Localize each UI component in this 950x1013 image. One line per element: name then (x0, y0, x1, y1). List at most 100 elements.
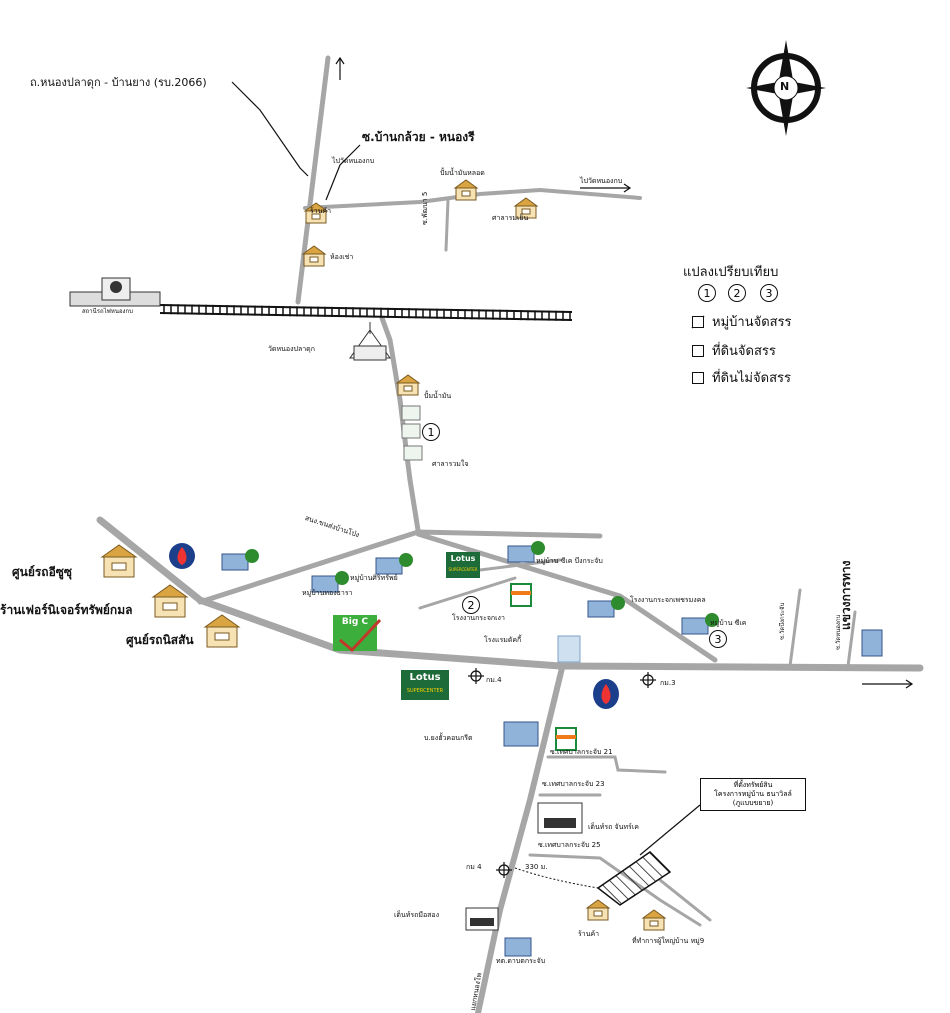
road-small-1 (418, 576, 517, 610)
compass-north-label: N (780, 80, 790, 93)
place-label-gas-top: ปั้มน้ำมันหลอด (440, 169, 485, 177)
km-marker-icon (640, 672, 656, 688)
legend-box-not-allocated (692, 372, 704, 384)
road-label-ban-kluai: ซ.บ้านกล้วย - หนองรี (362, 130, 475, 144)
temple-icon (349, 322, 391, 361)
lotus-bottom-text: Lotus (409, 672, 441, 683)
lotus-bottom-sub: SUPERCENTER (406, 688, 444, 694)
road-central (379, 315, 421, 533)
house-icon (585, 899, 611, 921)
place-label-sala-ruamjai: ศาลารวมใจ (432, 460, 469, 468)
km-marker-icon (496, 862, 512, 878)
property-callout: ที่ตั้งทรัพย์สิน โครงการหมู่บ้าน ธนาวิลล… (700, 778, 806, 811)
village-icon (311, 571, 349, 593)
ptt-icon (169, 543, 195, 569)
place-label-isuzu: ศูนย์รถอีซูซุ (12, 565, 73, 579)
place-label-sk: หมู่บ้าน ซีเค (710, 619, 747, 627)
house-icon (453, 179, 479, 201)
seven-eleven-logo (555, 727, 577, 751)
lotus-top-sub: SUPERCENTER (448, 567, 478, 572)
village-icon (375, 553, 413, 575)
km-markers (468, 668, 656, 878)
comparison-marker-2: 2 (462, 596, 480, 614)
place-label-car-tent-chan: เต็นท์รถ จันทร์เค (588, 823, 639, 831)
nissan-building-icon (203, 614, 241, 648)
road-label-tessaban25: ซ.เทศบาลกระจับ 25 (538, 841, 601, 849)
callout-line2: โครงการหมู่บ้าน ธนาวิลล์ (714, 790, 792, 798)
road-label-2066: ถ.หนองปลาดุก - บ้านยาง (รบ.2066) (30, 76, 207, 89)
house-icons (301, 179, 667, 931)
road-south (475, 665, 565, 1013)
car-tent-icon (465, 907, 499, 931)
callout-line3: (ภูแบบขยาย) (732, 799, 774, 807)
road-label-to-wat-1: ไปวัดหนองกบ (332, 157, 375, 165)
road-label-nong-kop: ซ.วัดหนองกบ (835, 614, 842, 650)
compass-icon (746, 40, 826, 136)
legend-item-not-allocated: ที่ดินไม่จัดสรร (712, 371, 791, 386)
building-icon (403, 445, 423, 461)
legend-item-allocated: ที่ดินจัดสรร (712, 344, 776, 359)
property-hatched-area (596, 851, 672, 906)
isuzu-building-icon (100, 544, 138, 578)
village-icon (681, 613, 719, 635)
place-label-gas-mid: ปั้มน้ำมัน (424, 392, 452, 400)
place-label-yongsua: บ.ยงฮั้วคอนกรีต (424, 734, 473, 742)
legend-box-allocated (692, 345, 704, 357)
place-label-shop-bottom: ร้านค้า (578, 930, 600, 938)
km-marker-icon (468, 668, 484, 684)
place-label-wat-nong-pla-duk: วัดหนองปลาดุก (268, 345, 315, 353)
place-label-thong-thara: หมู่บ้านทองธารา (302, 589, 353, 597)
furniture-building-icon (151, 584, 189, 618)
place-label-sk-bung: หมู่บ้าน ซีเค บึงกระจับ (536, 557, 603, 565)
concrete-building-icon (503, 721, 539, 747)
comparison-marker-1: 1 (422, 423, 440, 441)
place-label-rental: ห้องเช่า (330, 253, 354, 261)
road-2066-north (295, 55, 331, 305)
road-label-to-wat-2: ไปวัดหนองกบ (580, 177, 623, 185)
big-c-text: Big C (341, 617, 369, 627)
building-icon (401, 405, 421, 421)
legend-num-1: 1 (698, 284, 716, 302)
village-icons (221, 541, 719, 635)
road-label-tessaban23: ซ.เทศบาลกระจับ 23 (542, 780, 605, 788)
legend-box-village (692, 316, 704, 328)
km-label-4b: กม 4 (466, 863, 482, 871)
village-icon (221, 549, 259, 571)
house-icon (641, 909, 667, 931)
house-icon (513, 197, 539, 219)
ptt-icon (593, 679, 619, 709)
village-icon (507, 541, 545, 563)
comparison-marker-3: 3 (709, 630, 727, 648)
place-label-glass-petch: โรงงานกระจกเพชรมงคล (630, 596, 706, 604)
village-icon (587, 596, 625, 618)
place-label-siri-sap: หมู่บ้านศิริทรัพย์ (350, 574, 398, 582)
km-label-3: กม.3 (660, 679, 676, 687)
train-station-icon (69, 277, 161, 307)
place-label-village-head: ที่ทำการผู้ใหญ่บ้าน หมู่9 (632, 937, 705, 945)
house-icon (303, 202, 329, 224)
place-label-car-tent-used: เต็นท์รถมือสอง (394, 911, 440, 919)
seven-eleven-logo (510, 583, 532, 607)
railway (159, 304, 573, 321)
place-label-train-station: สถานีรถไฟหนองกบ (82, 308, 133, 315)
callout-title: ที่ตั้งทรัพย์สิน (733, 781, 773, 789)
legend-title: แปลงเปรียบเทียบ (683, 265, 779, 280)
big-c-logo (333, 615, 382, 653)
road-label-phatthana5: ซ.พัฒนา 5 (421, 191, 429, 225)
direction-arrows (335, 56, 914, 689)
car-tent-icon (537, 802, 583, 834)
place-label-nissan: ศูนย์รถนิสสัน (126, 633, 194, 647)
distance-label: 330 ม. (525, 863, 548, 871)
house-icon (301, 245, 327, 267)
place-label-furniture: ร้านเฟอร์นิเจอร์ทรัพย์กมล (0, 603, 133, 617)
place-label-hotel: โรงแรมดัคกี้ (484, 636, 522, 644)
legend-item-village: หมู่บ้านจัดสรร (712, 315, 792, 330)
road-small-2 (478, 558, 562, 572)
distance-path (514, 867, 599, 889)
road-phatthana5 (444, 198, 450, 252)
place-label-sala-romyen: ศาลารมเย็น (492, 214, 529, 222)
road-side-b (658, 878, 712, 922)
road-tessaban21 (546, 755, 667, 774)
place-label-shop-top: ร้านค้า (310, 207, 332, 215)
